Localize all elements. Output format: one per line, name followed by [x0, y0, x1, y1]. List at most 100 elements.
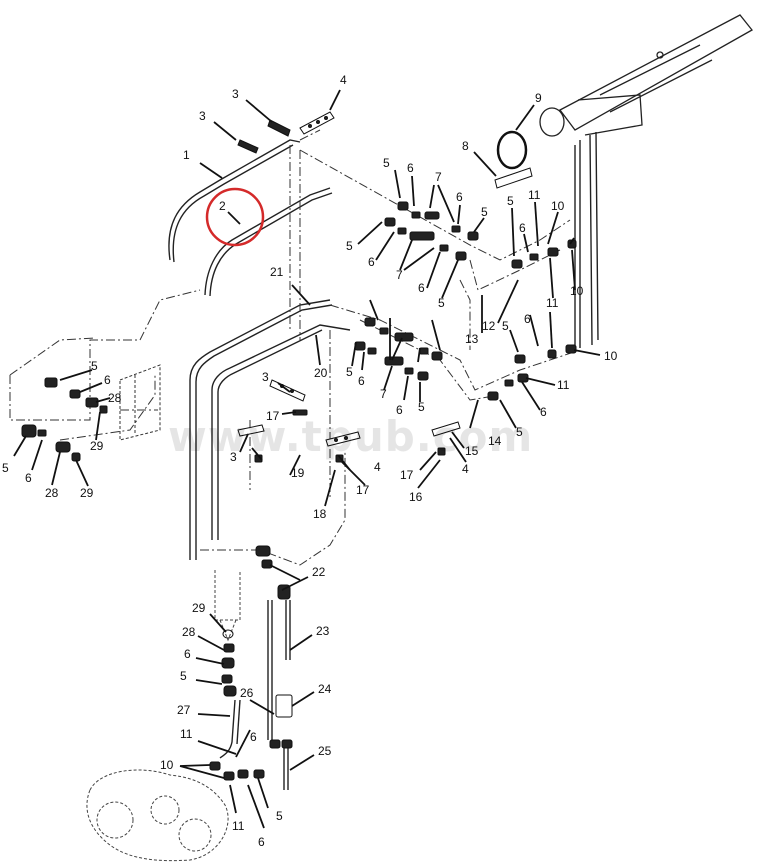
callout-6: 6	[540, 405, 547, 419]
pump-assembly	[86, 570, 241, 862]
callout-7: 7	[396, 268, 403, 282]
callout-6: 6	[456, 190, 463, 204]
callout-11: 11	[557, 378, 570, 392]
callout-3: 3	[232, 87, 239, 101]
callout-6: 6	[418, 281, 425, 295]
nut-5a	[397, 201, 409, 211]
callout-11: 11	[232, 819, 245, 833]
callout-14: 14	[488, 434, 502, 448]
callout-6: 6	[250, 730, 257, 744]
elbow-7a	[424, 211, 440, 220]
callout-29: 29	[80, 486, 94, 500]
callout-5: 5	[507, 194, 514, 208]
callout-13: 13	[465, 332, 479, 346]
callout-2: 2	[219, 199, 226, 213]
hydraulic-cylinder	[539, 14, 753, 137]
callout-29: 29	[90, 439, 104, 453]
callout-12: 12	[482, 319, 496, 333]
callout-28: 28	[182, 625, 196, 639]
callout-16: 16	[409, 490, 423, 504]
callout-17: 17	[356, 483, 370, 497]
callout-18: 18	[313, 507, 327, 521]
union-7b	[409, 231, 435, 241]
callout-26: 26	[240, 686, 254, 700]
callout-28: 28	[45, 486, 59, 500]
callout-numbers: 1 2 3 3 4 9 8 5 6 7 6 5 5 6 7 6 5 5 11 1…	[2, 73, 618, 849]
valve-block-left	[119, 364, 161, 441]
callout-21: 21	[270, 265, 284, 279]
callout-10: 10	[551, 199, 565, 213]
clamp-3b	[267, 119, 291, 137]
nut-5d	[455, 251, 467, 261]
callout-5: 5	[438, 296, 445, 310]
callout-27: 27	[177, 703, 191, 717]
callout-4: 4	[374, 460, 381, 474]
nut-5c	[384, 217, 396, 227]
sleeve-6d	[439, 244, 449, 252]
callout-6: 6	[368, 255, 375, 269]
callout-19: 19	[291, 466, 305, 480]
callout-11: 11	[546, 296, 559, 310]
callout-5: 5	[516, 425, 523, 439]
callout-9: 9	[535, 91, 542, 105]
callout-28: 28	[108, 391, 122, 405]
callout-25: 25	[318, 744, 332, 758]
callout-6: 6	[184, 647, 191, 661]
sleeve-6b	[451, 225, 461, 233]
callout-4: 4	[462, 462, 469, 476]
watermark-text: www.tpub.com	[168, 412, 534, 461]
callout-11: 11	[528, 188, 541, 202]
callout-6: 6	[396, 403, 403, 417]
callout-5: 5	[481, 205, 488, 219]
callout-5: 5	[180, 669, 187, 683]
callout-24: 24	[318, 682, 332, 696]
clamp-9	[496, 130, 528, 170]
callout-23: 23	[316, 624, 330, 638]
callout-6: 6	[524, 312, 531, 326]
callout-10: 10	[570, 284, 584, 298]
callout-5: 5	[346, 365, 353, 379]
nut-5b	[467, 231, 479, 241]
callout-5: 5	[418, 400, 425, 414]
callout-5: 5	[346, 239, 353, 253]
callout-7: 7	[435, 170, 442, 184]
callout-17: 17	[266, 409, 280, 423]
callout-5: 5	[2, 461, 9, 475]
highlight-circle	[205, 187, 265, 247]
callout-5: 5	[383, 156, 390, 170]
callout-22: 22	[312, 565, 326, 579]
callout-10: 10	[160, 758, 174, 772]
callout-6: 6	[519, 221, 526, 235]
callout-5: 5	[91, 359, 98, 373]
callout-15: 15	[465, 444, 479, 458]
callout-5: 5	[276, 809, 283, 823]
bracket-8	[494, 167, 533, 189]
routing-outlines	[9, 129, 581, 566]
callout-3: 3	[199, 109, 206, 123]
callout-3: 3	[230, 450, 237, 464]
callout-6: 6	[358, 374, 365, 388]
callout-6: 6	[258, 835, 265, 849]
leader-lines	[13, 89, 601, 829]
callout-20: 20	[314, 366, 328, 380]
clamp-3a	[237, 139, 259, 154]
sleeve-6c	[397, 227, 407, 235]
callout-10: 10	[604, 349, 618, 363]
callout-29: 29	[192, 601, 206, 615]
callout-3: 3	[262, 370, 269, 384]
callout-7: 7	[380, 387, 387, 401]
callout-6: 6	[104, 373, 111, 387]
callout-17: 17	[400, 468, 414, 482]
callout-4: 4	[340, 73, 347, 87]
callout-11: 11	[180, 727, 193, 741]
tube-lines	[168, 131, 599, 790]
callout-6: 6	[407, 161, 414, 175]
callout-5: 5	[502, 319, 509, 333]
fittings	[21, 111, 577, 781]
callout-6: 6	[25, 471, 32, 485]
callout-1: 1	[183, 148, 190, 162]
callout-8: 8	[462, 139, 469, 153]
sleeve-6a	[411, 211, 421, 219]
